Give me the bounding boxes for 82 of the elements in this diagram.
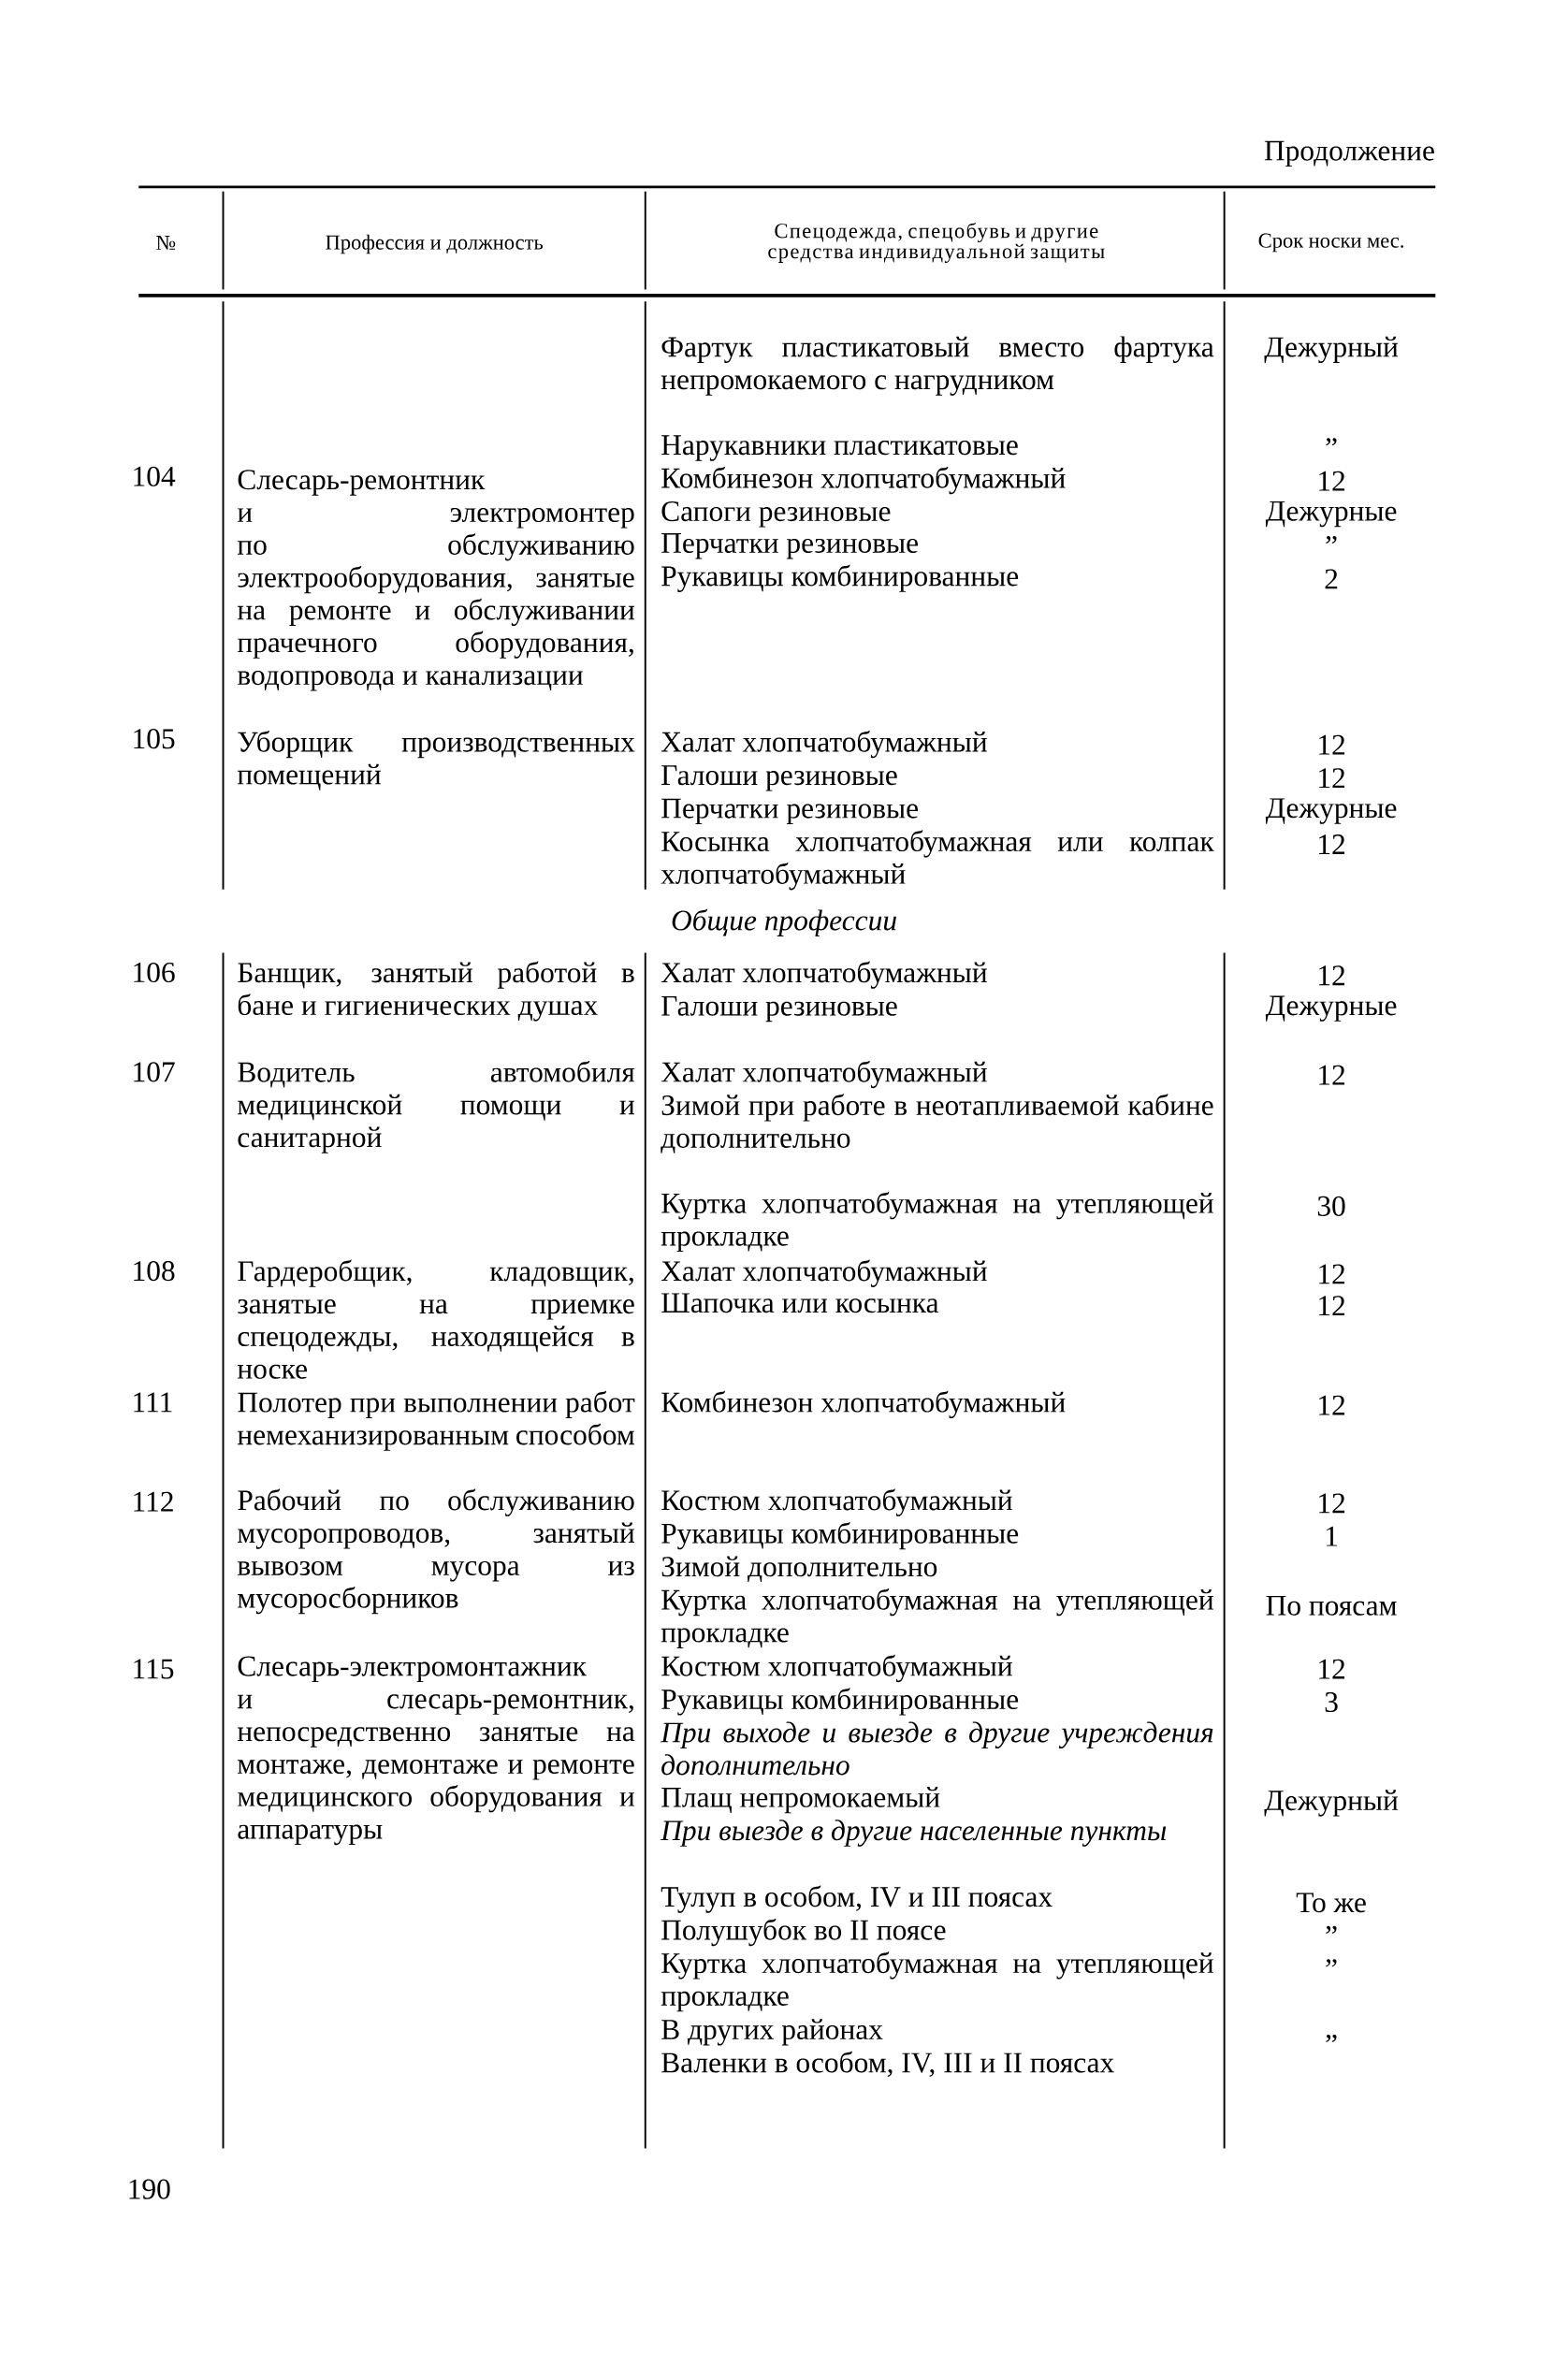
row-number: 112 bbox=[134, 1491, 173, 1512]
item-text: Тулуп в особом, IV и III поясах bbox=[661, 1885, 1053, 1913]
section-heading: Общие профессии bbox=[672, 908, 896, 936]
profession-text: Рабочий по обслуживанию мусоропроводов, занятый вывозом мусора из мусоросборников bbox=[237, 1488, 635, 1615]
wear-period-text: 2 bbox=[1325, 569, 1338, 589]
item-text: Куртка хлопчатобумажная на утепляющей прокладке bbox=[661, 1192, 1213, 1253]
profession-text: Слесарь-электромонтажник и слесарь-ремонтник, непосредственно занятые на монтаже, демонтаже и ремонте медицинского оборудования и аппаратуры bbox=[237, 1656, 635, 1846]
item-text: Полушубок во II поясе bbox=[661, 1918, 946, 1947]
item-text: Халат хлопчатобумажный bbox=[661, 1060, 987, 1089]
continuation-note: Продолжение bbox=[1264, 140, 1434, 167]
row-number: 106 bbox=[134, 962, 175, 983]
wear-period-text: Дежурные bbox=[1265, 500, 1397, 528]
item-text: Сапоги резиновые bbox=[661, 501, 891, 528]
wear-period-text: 12 bbox=[1319, 734, 1344, 755]
item-text: При выезде в другие населенные пункты bbox=[660, 1820, 1167, 1847]
wear-period-text: 12 bbox=[1319, 965, 1344, 986]
profession-text: Слесарь-ремонтник и электромонтер по обслуживанию электрооборудования, занятые на ремонте и обслуживании прачечного оборудования, водопровода и канализации bbox=[237, 470, 635, 691]
row-number: 105 bbox=[134, 729, 175, 749]
item-text: Плащ непромокаемый bbox=[661, 1787, 940, 1814]
wear-period-text: ” bbox=[1326, 535, 1337, 544]
wear-period-text: 12 bbox=[1319, 1659, 1344, 1679]
wear-period-text: 12 bbox=[1319, 471, 1344, 491]
item-text: Комбинезон хлопчатобумажный bbox=[661, 466, 1066, 495]
item-text: Халат хлопчатобумажный bbox=[661, 730, 987, 759]
item-text: Куртка хлопчатобумажная на утепляющей прокладке bbox=[661, 1951, 1213, 2012]
wear-period-text: ” bbox=[1326, 2034, 1337, 2042]
item-text: Галоши резиновые bbox=[661, 765, 897, 791]
wear-period-text: 3 bbox=[1325, 1691, 1338, 1713]
item-text: Рукавицы комбинированные bbox=[661, 1522, 1019, 1550]
wear-period-text: Дежурные bbox=[1265, 798, 1397, 824]
item-text: Валенки в особом, IV, III и II поясах bbox=[661, 2051, 1114, 2078]
item-text: Перчатки резиновые bbox=[661, 798, 918, 825]
item-text: Куртка хлопчатобумажная на утепляющей прокладке bbox=[661, 1588, 1213, 1648]
wear-period-text: 12 bbox=[1319, 1264, 1344, 1284]
item-text: Халат хлопчатобумажный bbox=[661, 1259, 987, 1287]
wear-period-text: 30 bbox=[1317, 1196, 1345, 1216]
column-header: Спецодежда, спецобувь и другие средства индивидуальной защиты bbox=[768, 223, 1105, 263]
wear-period-text: 12 bbox=[1319, 1395, 1344, 1415]
item-text: Нарукавники пластикатовые bbox=[661, 435, 1018, 461]
profession-text: Банщик, занятый работой в бане и гигиенических душах bbox=[238, 961, 634, 1022]
wear-period-text: 12 bbox=[1319, 1493, 1344, 1514]
row-number: 115 bbox=[134, 1659, 174, 1679]
wear-period-text: Дежурный bbox=[1264, 1790, 1399, 1817]
wear-period-text: 12 bbox=[1319, 834, 1344, 854]
row-number: 104 bbox=[134, 466, 176, 486]
item-text: Косынка хлопчатобумажная или колпак хлопчатобумажный bbox=[661, 830, 1214, 891]
wear-period-text: ” bbox=[1326, 1925, 1337, 1934]
row-number: 108 bbox=[134, 1261, 175, 1282]
wear-period-text: ” bbox=[1326, 438, 1337, 446]
item-text: Галоши резиновые bbox=[661, 995, 897, 1022]
wear-period-text: 1 bbox=[1326, 1526, 1337, 1546]
profession-text: Водитель автомобиля медицинской помощи и санитарной bbox=[238, 1060, 635, 1153]
wear-period-text: По поясам bbox=[1266, 1595, 1397, 1616]
wear-period-text: 12 bbox=[1319, 1065, 1344, 1085]
profession-text: Уборщик производственных помещений bbox=[237, 730, 635, 790]
column-header: Срок носки мес. bbox=[1258, 233, 1403, 253]
page-number: 190 bbox=[129, 2179, 170, 2199]
wear-period-text: Дежурный bbox=[1264, 336, 1399, 364]
item-text: Рукавицы комбинированные bbox=[661, 564, 1019, 592]
row-number: 111 bbox=[134, 1392, 172, 1413]
item-text: Перчатки резиновые bbox=[661, 533, 918, 559]
item-text: В других районах bbox=[661, 2019, 883, 2046]
column-header: № bbox=[156, 236, 176, 250]
wear-period-text: То же bbox=[1296, 1893, 1366, 1913]
item-text: Фартук пластикатовый вместо фартука непромокаемого с нагрудником bbox=[661, 336, 1214, 396]
wear-period-text: Дежурные bbox=[1265, 995, 1397, 1022]
item-text: Халат хлопчатобумажный bbox=[661, 961, 987, 989]
wear-period-text: 12 bbox=[1319, 1296, 1344, 1316]
row-number: 107 bbox=[134, 1062, 175, 1082]
item-text: Костюм хлопчатобумажный bbox=[661, 1488, 1012, 1516]
wear-period-text: ” bbox=[1326, 1959, 1337, 1967]
item-text: Зимой дополнительно bbox=[661, 1556, 937, 1583]
item-text: Рукавицы комбинированные bbox=[661, 1688, 1019, 1716]
profession-text: Гардеробщик, кладовщик, занятые на приемке спецодежды, находящейся в носке bbox=[237, 1259, 634, 1379]
item-text: Зимой при работе в неотапливаемой кабине дополнительно bbox=[661, 1094, 1213, 1153]
profession-text: Полотер при выполнении работ немеханизированным способом bbox=[237, 1390, 635, 1451]
item-text: Шапочка или косынка bbox=[661, 1293, 939, 1313]
column-header: Профессия и должность bbox=[326, 234, 544, 254]
item-text: Комбинезон хлопчатобумажный bbox=[661, 1390, 1066, 1419]
item-text: При выходе и выезде в другие учреждения дополнительно bbox=[660, 1721, 1213, 1776]
item-text: Костюм хлопчатобумажный bbox=[661, 1654, 1012, 1683]
wear-period-text: 12 bbox=[1319, 768, 1344, 788]
